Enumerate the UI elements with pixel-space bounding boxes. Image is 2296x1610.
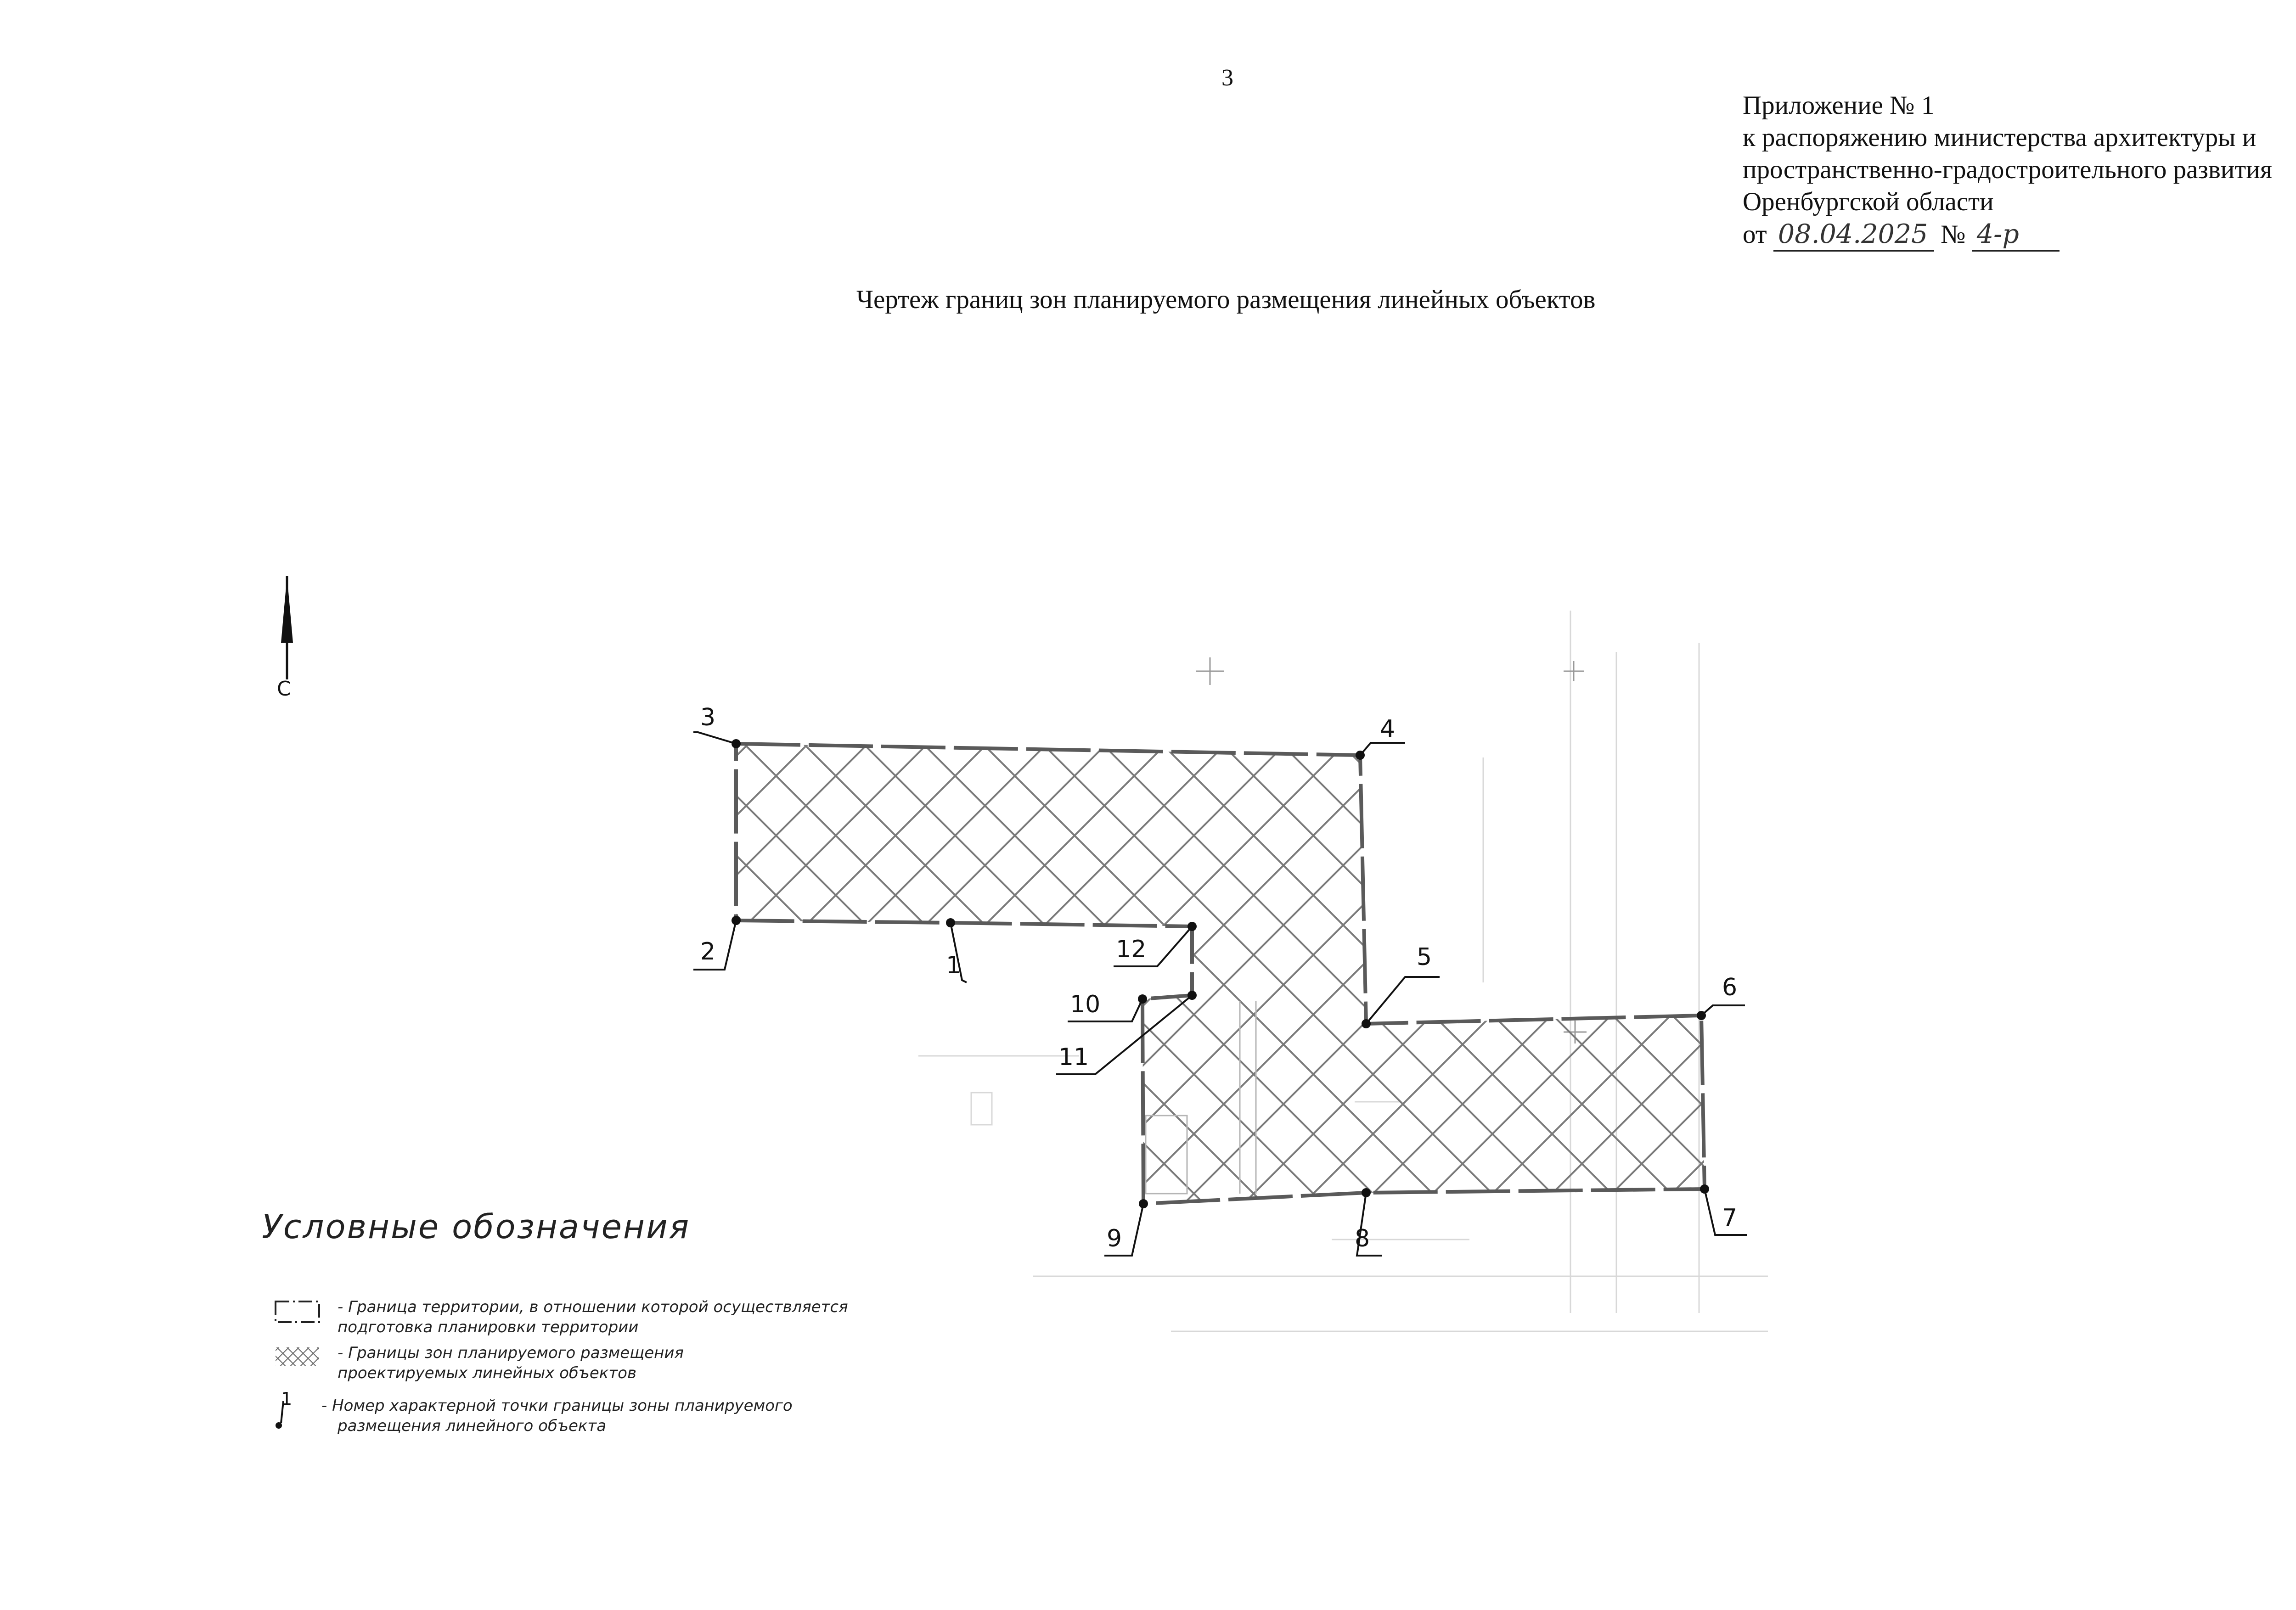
legend-item-2-line-1: - Границы зон планируемого размещения [338, 1344, 684, 1362]
point-label-5: 5 [1417, 943, 1432, 971]
legend-dash-dot-rectangle-icon [275, 1301, 320, 1323]
appendix-line-2: к распоряжению министерства архитектуры … [1743, 123, 2257, 152]
point-label-12: 12 [1116, 936, 1146, 963]
point-label-8: 8 [1355, 1225, 1370, 1252]
legend-symbols: 1 [275, 1301, 320, 1429]
north-arrow-icon [281, 576, 293, 679]
legend-item-point-number: - Номер характерной точки границы зоны п… [321, 1396, 793, 1436]
handwritten-number: 4-р [1972, 218, 2060, 252]
point-label-1: 1 [946, 952, 961, 979]
legend-item-territory-boundary: - Граница территории, в отношении которо… [338, 1297, 848, 1337]
legend-item-zone-boundary: - Границы зон планируемого размещения пр… [338, 1343, 684, 1383]
point-label-2: 2 [700, 938, 715, 965]
existing-structures [1145, 1001, 1257, 1195]
legend-item-1-line-1: - Граница территории, в отношении которо… [338, 1298, 848, 1316]
point-label-7: 7 [1722, 1204, 1737, 1232]
point-label-6: 6 [1722, 974, 1737, 1001]
legend-item-1-line-2: подготовка планировки территории [338, 1318, 639, 1336]
linear-object-zone [734, 741, 1707, 1206]
page-number: 3 [1221, 65, 1233, 91]
legend-point-number-icon: 1 [276, 1389, 292, 1429]
point-label-4: 4 [1380, 715, 1395, 743]
point-label-9: 9 [1107, 1225, 1122, 1252]
appendix-line-3: пространственно-градостроительного разви… [1743, 155, 2272, 184]
point-leader-lines [693, 731, 1747, 1257]
appendix-line-1: Приложение № 1 [1743, 91, 1935, 120]
point-label-3: 3 [700, 704, 715, 731]
number-prefix: № [1941, 220, 1966, 249]
legend-point-label: 1 [281, 1389, 292, 1409]
handwritten-date: 08.04.2025 [1773, 218, 1934, 252]
legend-item-3-line-1: - Номер характерной точки границы зоны п… [321, 1397, 793, 1415]
legend-title: Условные обозначения [262, 1207, 691, 1246]
legend-item-2-line-2: проектируемых линейных объектов [338, 1364, 636, 1382]
date-prefix: от [1743, 220, 1767, 249]
point-label-10: 10 [1070, 991, 1100, 1018]
legend-item-3-line-2: размещения линейного объекта [338, 1417, 607, 1435]
appendix-date-line: от 08.04.2025 № 4-р [1743, 218, 2272, 252]
legend-crosshatch-icon [276, 1347, 319, 1366]
appendix-line-4: Оренбургской области [1743, 187, 1994, 216]
background-survey-marks [918, 611, 1768, 1332]
north-arrow-label: С [277, 677, 291, 701]
drawing-title: Чертеж границ зон планируемого размещени… [856, 285, 1596, 314]
point-label-11: 11 [1058, 1043, 1089, 1071]
appendix-header: Приложение № 1 к распоряжению министерст… [1743, 90, 2272, 252]
